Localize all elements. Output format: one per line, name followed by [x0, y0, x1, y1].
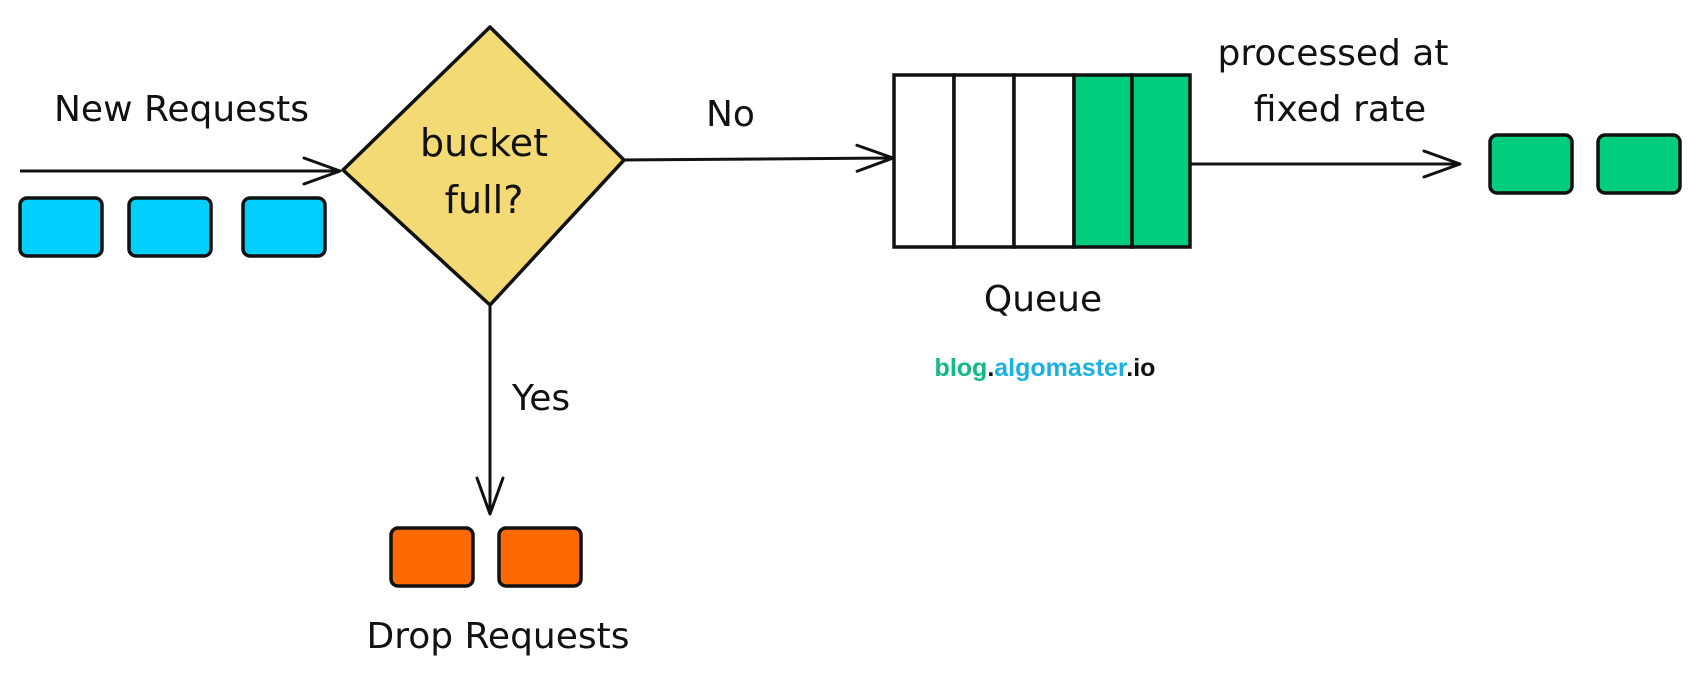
bucket-full-decision	[341, 25, 626, 307]
incoming-requests	[18, 196, 327, 258]
processed-request-2	[1596, 133, 1682, 195]
queue-label: Queue	[984, 279, 1102, 320]
incoming-request-3	[241, 196, 327, 258]
incoming-request-2	[127, 196, 213, 258]
dropped-requests	[389, 526, 583, 588]
queue-slot-3	[1012, 73, 1076, 249]
new-requests-label: New Requests	[54, 89, 309, 130]
dropped-request-2	[497, 526, 583, 588]
decision-text-line1: bucket	[420, 121, 548, 165]
no-branch-arrow	[623, 143, 895, 173]
processed-label-line1: processed at	[1218, 33, 1449, 74]
processed-requests	[1488, 133, 1682, 195]
queue	[892, 73, 1192, 249]
queue-slot-2	[952, 73, 1016, 249]
queue-slot-4	[1072, 73, 1134, 249]
processed-request-1	[1488, 133, 1574, 195]
yes-label: Yes	[511, 378, 570, 419]
queue-slot-5	[1130, 73, 1192, 249]
queue-slot-1	[892, 73, 956, 249]
processed-label-line2: fixed rate	[1254, 89, 1426, 130]
dropped-request-1	[389, 526, 475, 588]
no-label: No	[706, 94, 755, 135]
incoming-request-1	[18, 196, 104, 258]
watermark: blog.algomaster.io	[935, 354, 1156, 382]
decision-text-line2: full?	[445, 178, 524, 222]
drop-requests-label: Drop Requests	[366, 616, 629, 657]
